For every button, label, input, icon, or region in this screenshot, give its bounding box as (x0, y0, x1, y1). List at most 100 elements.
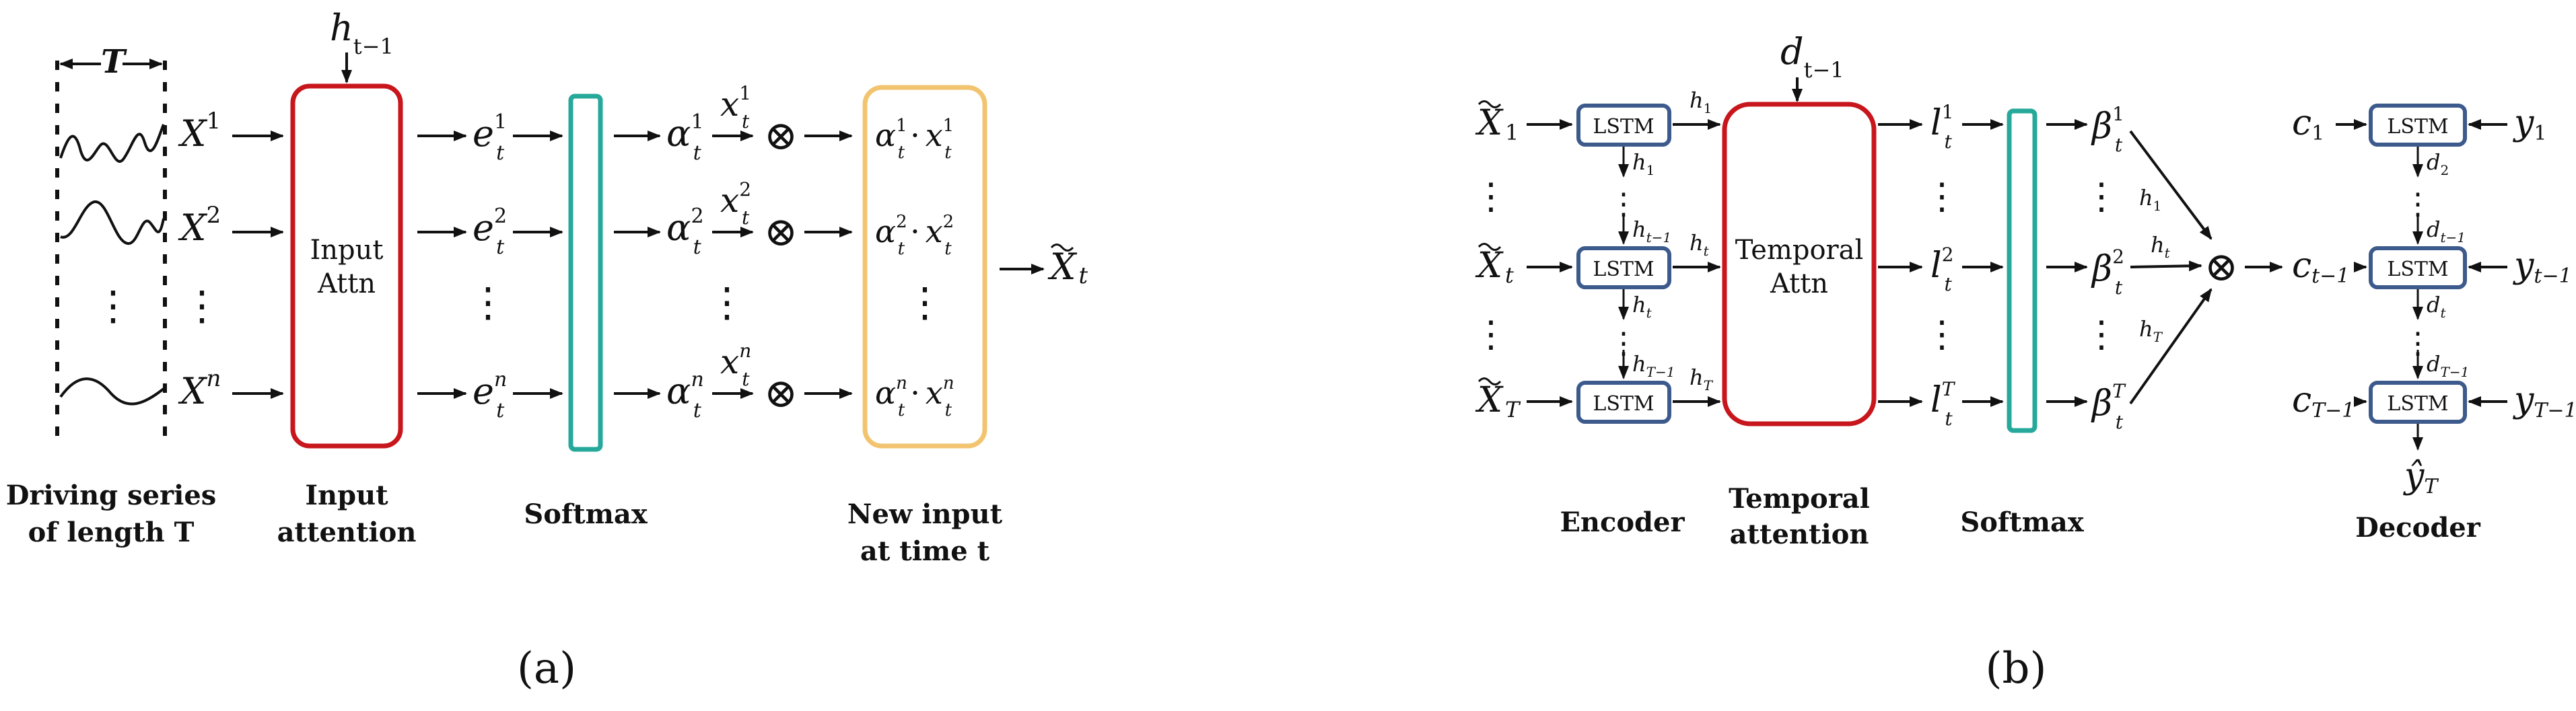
tilde-mark-a (1050, 244, 1074, 252)
y1-label: y1 (2513, 103, 2546, 145)
dec-dt-label: dt (2427, 292, 2446, 321)
enc-hT1-v-label: hT−1 (1632, 351, 1675, 380)
vdots-beta-2: ⋮ (2083, 313, 2120, 355)
enc-lstm-T (1576, 381, 1671, 424)
encoder-vertical-flow: h1 ⋮ ht−1 ht ⋮ hT−1 (1609, 147, 1675, 380)
temporal-attention-box (1722, 102, 1877, 426)
caption-temporal-2: attention (1730, 519, 1869, 550)
window-length-label: T (101, 43, 127, 81)
c1-label: c1 (2292, 103, 2324, 145)
enc-ht1-v-label: ht−1 (1632, 217, 1671, 246)
driving-series-waves: ⋮ (59, 124, 165, 406)
window-length-indicator: T (55, 43, 167, 447)
panel-b-captions: Encoder Temporal attention Softmax Decod… (1560, 483, 2480, 550)
arrow-betaT-context (2129, 288, 2213, 405)
dec-dT1-label: dT−1 (2427, 351, 2469, 380)
input-attn-label-2: Attn (317, 268, 376, 299)
softmax-bar-b (2007, 108, 2038, 433)
arrow-beta1-context (2129, 130, 2213, 240)
tilde-mark-xT (1477, 377, 1502, 385)
yt1-label: yt−1 (2513, 246, 2572, 288)
input-series-labels: X1 X2 ⋮ Xn (178, 108, 222, 412)
vdots-e: ⋮ (468, 279, 508, 326)
panel-a: T ⋮ X1 X2 ⋮ Xn ht−1 Input Attn (6, 7, 1088, 694)
ht-conv-label: ht (2151, 232, 2171, 261)
decoder-target-inputs: y1 yt−1 yT−1 (2468, 103, 2576, 422)
vdots-l-1: ⋮ (1924, 175, 1960, 217)
encoder-lstms: LSTM LSTM LSTM (1576, 104, 1671, 424)
cT1-label: cT−1 (2292, 380, 2355, 422)
temporal-attn-label-2: Attn (1770, 268, 1828, 299)
multiply-b-icon: ⊗ (2204, 244, 2238, 291)
dec-lstm-T-label: LSTM (2387, 392, 2448, 416)
enc-lstm-T-label: LSTM (1593, 392, 1654, 416)
dec-lstm-t (2369, 246, 2467, 289)
x1-label: X1 (178, 108, 221, 155)
prev-decoder-state-label: dt−1 (1780, 30, 1844, 83)
enc-ht-v-label: ht (1632, 292, 1652, 321)
tilde-mark-xt (1477, 243, 1502, 251)
caption-input-attn-2: attention (277, 517, 417, 548)
dec-lstm-T (2369, 381, 2467, 424)
enc-lstm-1-label: LSTM (1593, 115, 1654, 139)
softmax-bar-a (568, 93, 603, 452)
caption-softmax-b: Softmax (1960, 507, 2084, 538)
ct1-label: ct−1 (2292, 246, 2349, 288)
caption-driving-1: Driving series (6, 480, 217, 511)
enc-lstm-1 (1576, 104, 1671, 147)
x2-label: X2 (178, 202, 221, 249)
series-wave-1 (59, 124, 165, 163)
dec-lstm-1-label: LSTM (2387, 115, 2448, 139)
caption-driving-2: of length T (28, 517, 195, 548)
decoder-lstms: LSTM LSTM LSTM (2369, 104, 2467, 424)
h1-conv-label: h1 (2139, 185, 2161, 214)
dec-dt1-label: dt−1 (2427, 217, 2466, 246)
multiply-1-icon: ⊗ (764, 112, 798, 159)
multiply-n-icon: ⊗ (764, 370, 798, 417)
new-input-box (862, 85, 987, 449)
vdots-alpha: ⋮ (707, 279, 747, 326)
enc-h1-v-label: h1 (1632, 149, 1655, 178)
prev-hidden-label: ht−1 (330, 7, 394, 59)
multiply-2-icon: ⊗ (764, 209, 798, 256)
dec-lstm-1 (2369, 104, 2467, 147)
panel-a-captions: Driving series of length T Input attenti… (6, 480, 1003, 567)
input-attention-box (290, 83, 403, 449)
dec-lstm-t-label: LSTM (2387, 258, 2448, 281)
series-wave-n (59, 377, 165, 406)
series-wave-2 (60, 200, 165, 245)
panel-b-label: (b) (1986, 644, 2047, 694)
enc-lstm-t (1576, 246, 1671, 289)
prediction-label: ŷT (2403, 456, 2439, 498)
vdots-l-2: ⋮ (1924, 313, 1960, 355)
vdots-new-input: ⋮ (905, 279, 945, 326)
caption-input-attn-1: Input (305, 480, 388, 511)
yT1-label: yT−1 (2513, 380, 2576, 422)
